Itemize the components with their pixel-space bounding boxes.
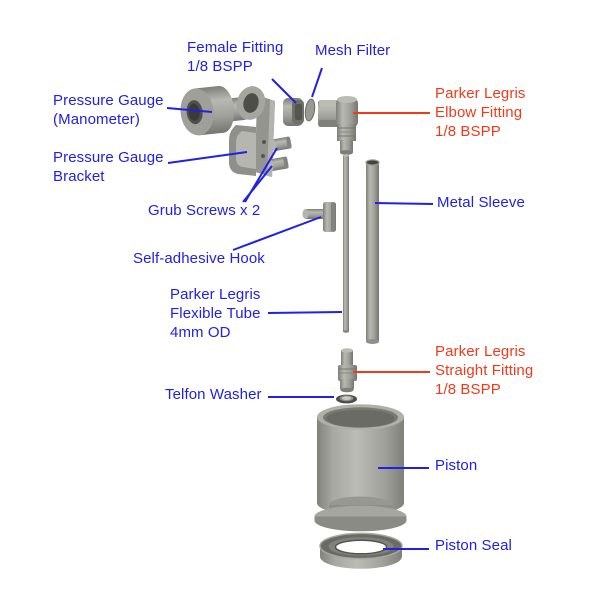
leader-female-fitting	[271, 78, 297, 104]
part-elbow-fitting	[318, 96, 358, 155]
part-metal-sleeve	[365, 159, 380, 344]
label-pressure-gauge-bracket: Pressure Gauge Bracket	[53, 149, 164, 185]
label-elbow-fitting: Parker Legris Elbow Fitting 1/8 BSPP	[435, 85, 526, 140]
label-telfon-washer: Telfon Washer	[165, 386, 262, 403]
part-piston-seal	[319, 532, 403, 569]
label-mesh-filter: Mesh Filter	[315, 42, 391, 59]
leader-metal-sleeve	[374, 202, 434, 205]
label-self-adhesive-hook: Self-adhesive Hook	[133, 250, 265, 267]
part-female-fitting	[283, 98, 304, 126]
label-metal-sleeve: Metal Sleeve	[437, 194, 525, 211]
part-pressure-gauge-bracket	[229, 86, 275, 177]
label-piston-seal: Piston Seal	[435, 537, 512, 554]
part-flexible-tube	[343, 154, 349, 333]
leader-hook	[232, 216, 322, 251]
leader-pressure-gauge	[166, 107, 213, 113]
label-piston: Piston	[435, 457, 478, 474]
part-piston	[314, 404, 407, 532]
leader-flexible-tube	[267, 311, 343, 314]
leader-mesh-filter	[311, 67, 323, 98]
leader-lines	[166, 67, 434, 550]
label-pressure-gauge: Pressure Gauge (Manometer)	[53, 92, 164, 128]
part-straight-fitting	[338, 348, 357, 393]
label-straight-fitting: Parker Legris Straight Fitting 1/8 BSPP	[435, 343, 534, 398]
part-grub-screws	[267, 136, 292, 172]
label-flexible-tube: Parker Legris Flexible Tube 4mm OD	[170, 286, 261, 341]
leader-bracket	[167, 151, 248, 164]
part-mesh-filter	[304, 98, 316, 122]
part-self-adhesive-hook	[302, 202, 336, 232]
part-pressure-gauge	[180, 85, 249, 136]
label-grub-screws: Grub Screws x 2	[148, 202, 261, 219]
label-female-fitting: Female Fitting 1/8 BSPP	[187, 39, 284, 75]
leader-grub-screw-2	[242, 165, 273, 203]
part-telfon-washer	[336, 394, 357, 404]
